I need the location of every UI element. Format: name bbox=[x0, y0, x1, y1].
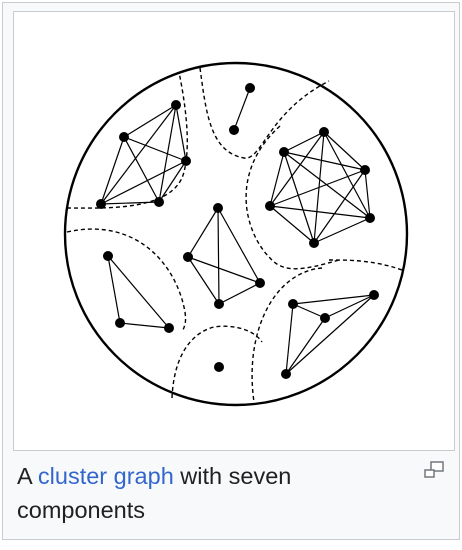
magnify-clip-icon[interactable] bbox=[423, 461, 445, 479]
vertex bbox=[181, 156, 191, 166]
caption-text-before: A bbox=[17, 463, 38, 489]
vertex bbox=[213, 203, 223, 213]
caption-text-after: with seven components bbox=[17, 463, 292, 523]
vertex bbox=[214, 362, 224, 372]
figure-caption: A cluster graph with seven components bbox=[17, 459, 409, 527]
vertex bbox=[154, 197, 164, 207]
figure-thumbnail: A cluster graph with seven components bbox=[2, 2, 460, 540]
vertex bbox=[369, 290, 379, 300]
vertex bbox=[281, 369, 291, 379]
vertex bbox=[360, 165, 370, 175]
vertex bbox=[288, 299, 298, 309]
vertex bbox=[214, 299, 224, 309]
vertex bbox=[365, 213, 375, 223]
vertex bbox=[183, 252, 193, 262]
vertex bbox=[265, 201, 275, 211]
vertex bbox=[229, 125, 239, 135]
figure-image[interactable] bbox=[13, 11, 455, 451]
vertex bbox=[319, 127, 329, 137]
vertex bbox=[171, 100, 181, 110]
vertex bbox=[255, 278, 265, 288]
graph-boundary-circle bbox=[63, 61, 409, 407]
cluster-graph-link[interactable]: cluster graph bbox=[37, 463, 174, 489]
vertex bbox=[96, 199, 106, 209]
graph-edges bbox=[100, 87, 375, 375]
vertex bbox=[309, 238, 319, 248]
vertex bbox=[245, 83, 255, 93]
vertex bbox=[115, 318, 125, 328]
cluster-graph-illustration bbox=[63, 61, 409, 407]
vertex bbox=[119, 132, 129, 142]
vertex bbox=[164, 323, 174, 333]
vertex bbox=[279, 147, 289, 157]
graph-vertices bbox=[96, 83, 379, 379]
vertex bbox=[320, 313, 330, 323]
partition-lines bbox=[66, 67, 403, 403]
vertex bbox=[103, 251, 113, 261]
